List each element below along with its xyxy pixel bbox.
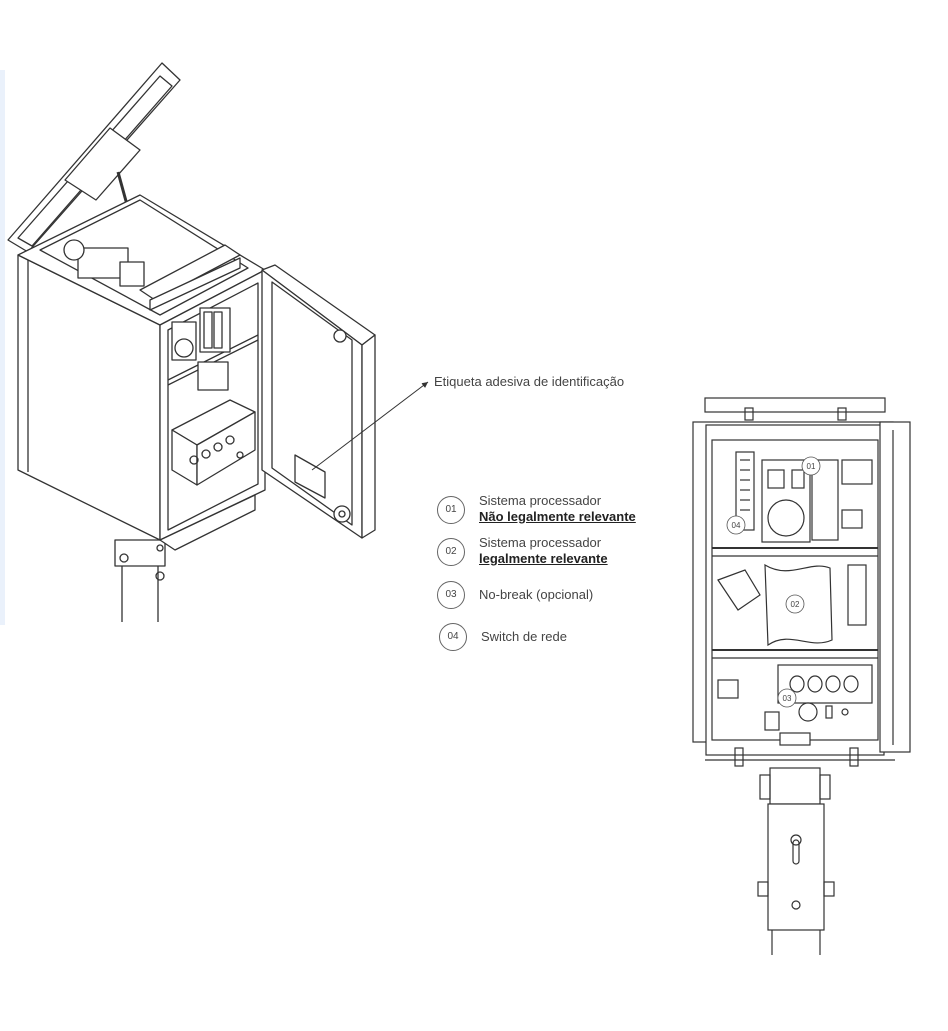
legend-badge-04: 04 <box>439 623 467 651</box>
iso-lid <box>7 62 181 253</box>
tag-01 <box>801 456 821 476</box>
callout-arrow <box>311 381 429 471</box>
legend-line1-01: Sistema processador <box>479 493 602 508</box>
legend-badge-03: 03 <box>437 581 465 609</box>
isometric-cabinet <box>7 62 429 622</box>
tag-04 <box>726 515 746 535</box>
legend-badge-01: 01 <box>437 496 465 524</box>
tag-04-text: 04 <box>732 521 741 530</box>
legend-line2-01: Não legalmente relevante <box>479 509 636 524</box>
iso-pole <box>114 539 166 622</box>
tag-03-text: 03 <box>783 694 792 703</box>
iso-front-frame <box>159 269 266 551</box>
legend-badge-02: 02 <box>437 538 465 566</box>
iso-open-door <box>261 264 376 539</box>
tag-01-text: 01 <box>807 462 816 471</box>
tag-03 <box>777 688 797 708</box>
front-view-cabinet <box>692 397 911 955</box>
legend-line1-02: Sistema processador <box>479 535 602 550</box>
iso-top-rim <box>17 194 266 326</box>
front-view-tags: 01 04 02 03 <box>726 456 821 708</box>
legend-line2-02: legalmente relevante <box>479 551 608 566</box>
legend-line1-03: No-break (opcional) <box>479 587 594 602</box>
callout-label: Etiqueta adesiva de identificação <box>434 374 625 389</box>
tag-02 <box>785 594 805 614</box>
legend-line1-04: Switch de rede <box>481 629 567 644</box>
left-edge-strip <box>0 70 5 625</box>
tag-02-text: 02 <box>791 600 800 609</box>
